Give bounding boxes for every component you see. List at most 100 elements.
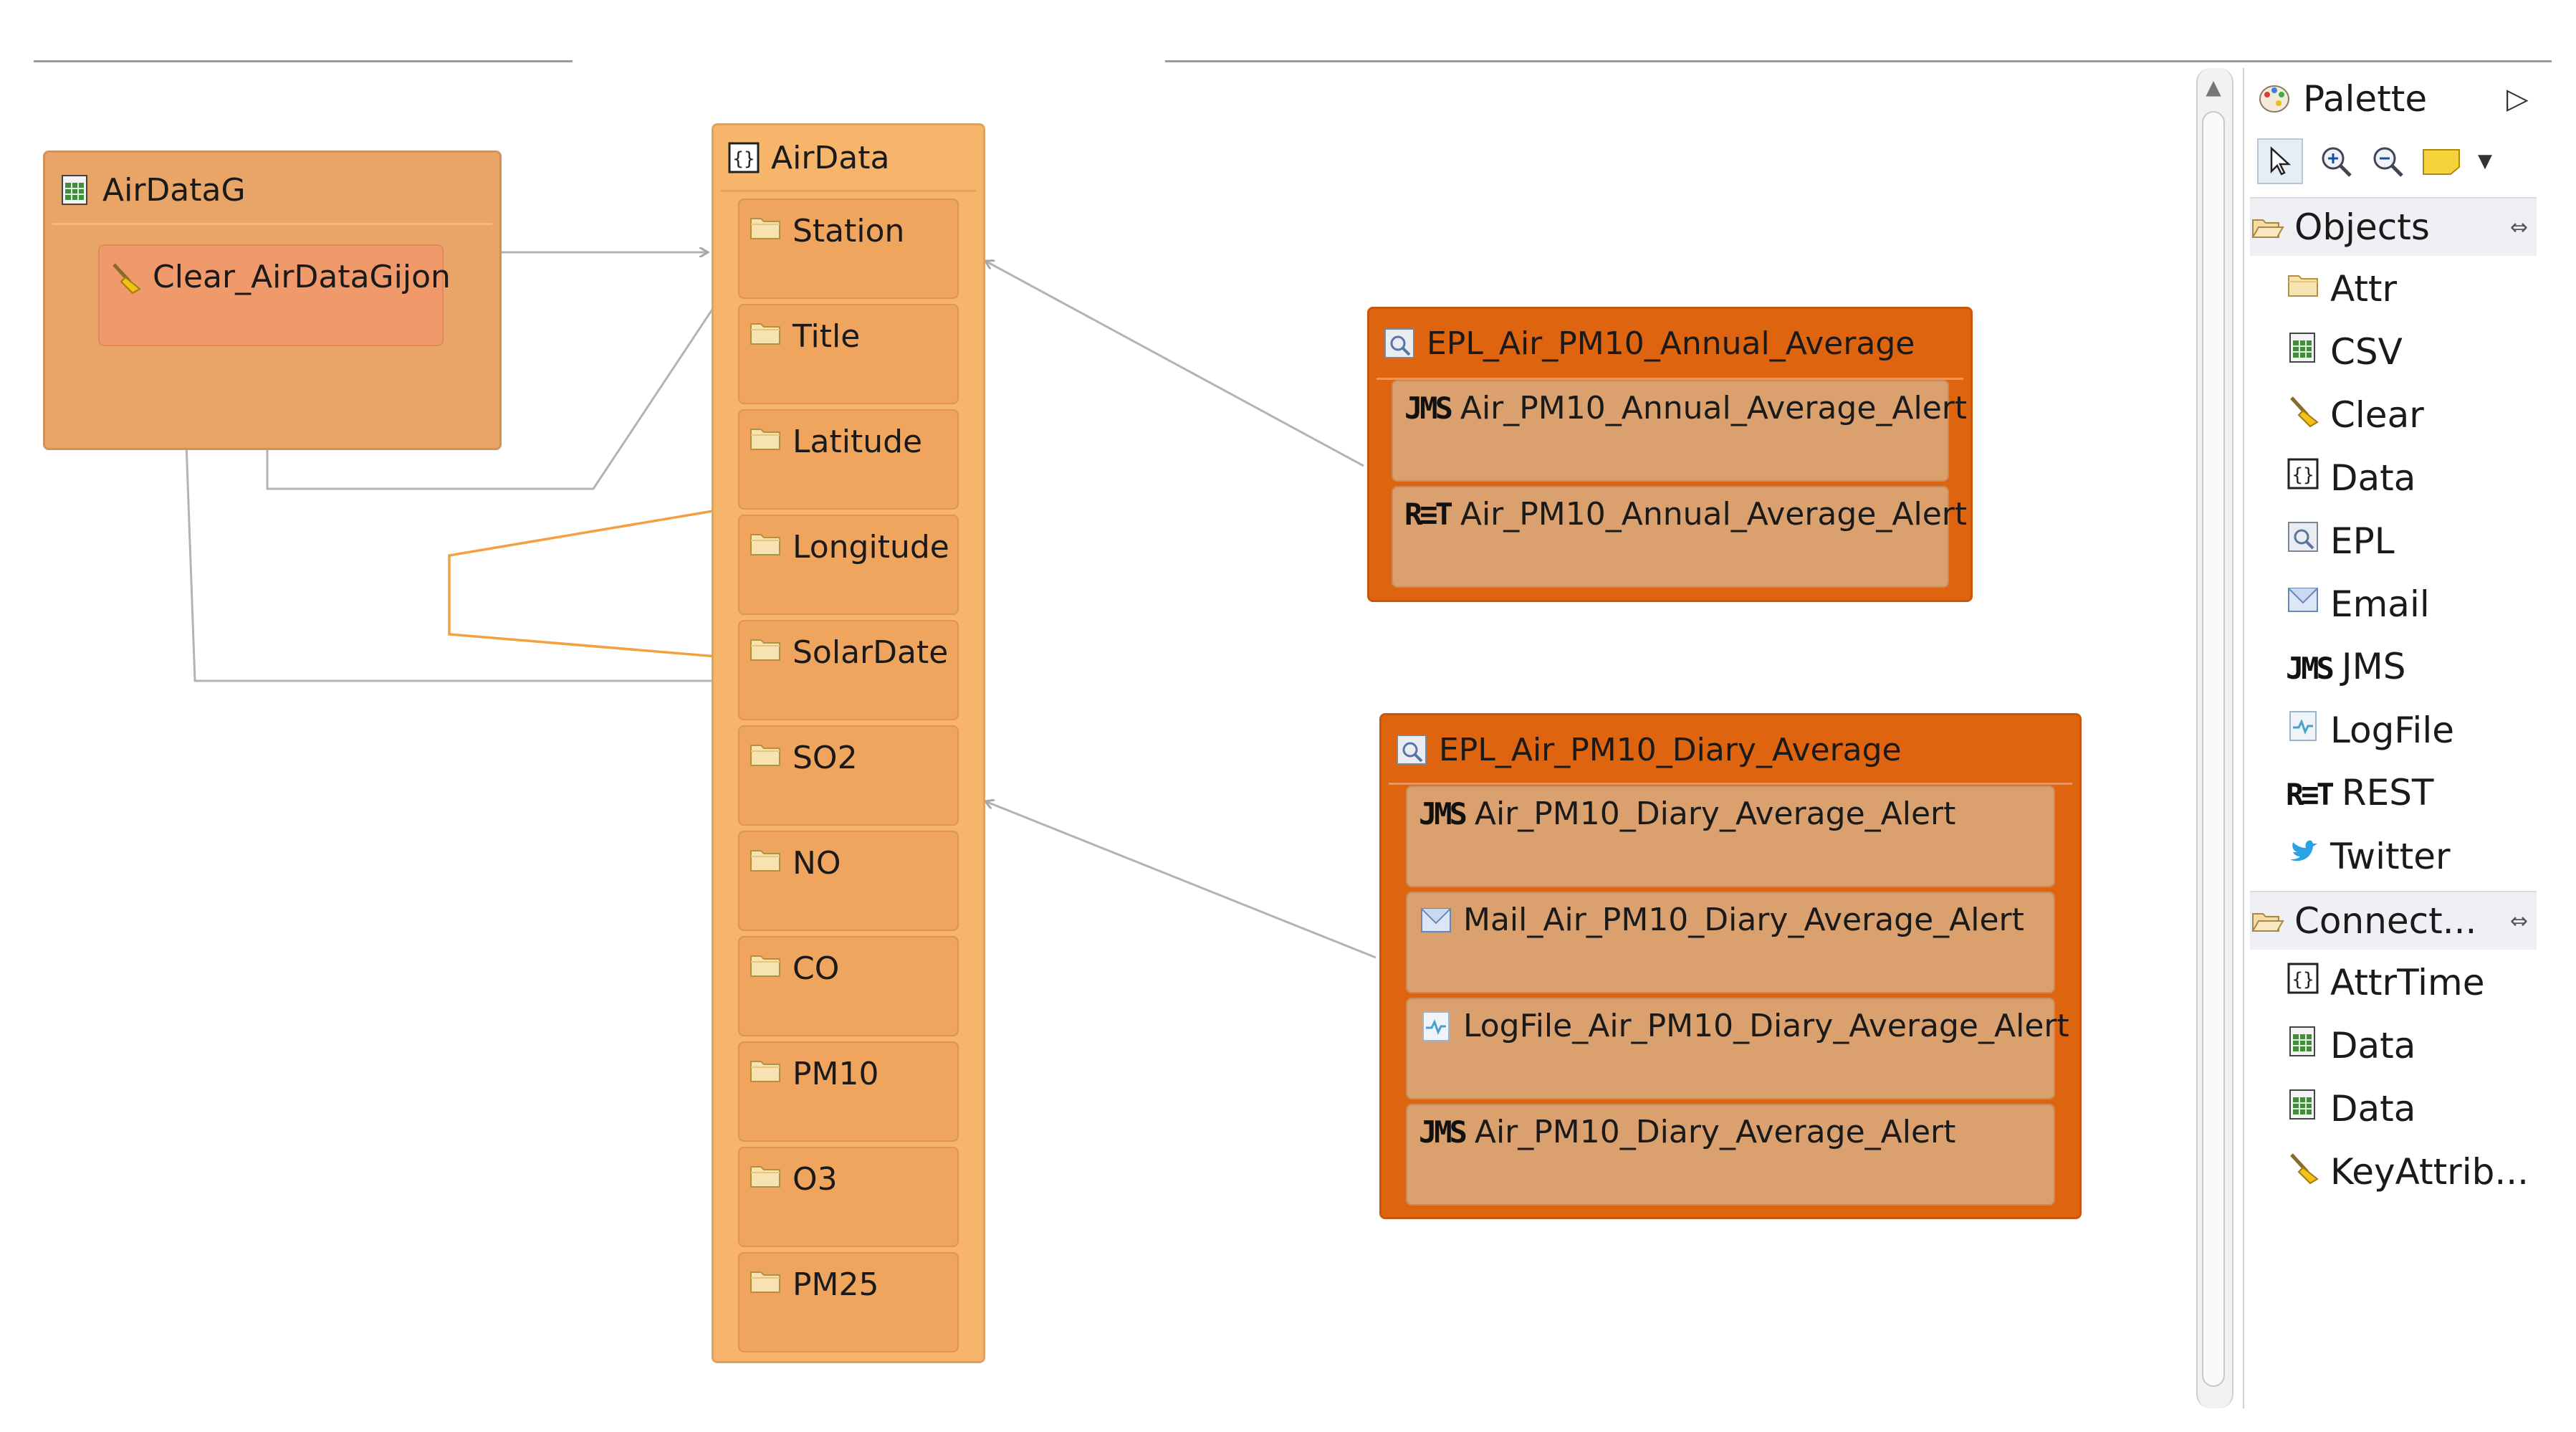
palette-entry-label: REST [2341,772,2434,813]
connector-epl-annual-to-airdata [985,261,1364,467]
palette-section-objects-label: Objects [2294,206,2430,248]
email-icon [1421,907,1451,932]
epl-annual-title: EPL_Air_PM10_Annual_Average [1382,315,1915,372]
folder-icon [748,842,782,884]
epl-diary-alert-logfile[interactable]: LogFile_Air_PM10_Diary_Average_Alert [1406,998,2069,1099]
palette-entry-label: Attr [2330,268,2398,310]
jms-icon: JMS [2286,651,2335,686]
attribute-item[interactable]: Latitude [738,409,959,510]
epl-diary-alert-jms-2[interactable]: JMS Air_PM10_Diary_Average_Alert [1406,1104,2055,1206]
palette-toolbar: ▼ [2257,136,2537,186]
attribute-item[interactable]: Station [738,199,959,299]
attribute-text: NO [793,845,841,882]
palette-entry-logfile[interactable]: LogFile [2286,709,2454,752]
divider-line-left [34,60,573,62]
attribute-item[interactable]: NO [738,831,959,931]
note-icon[interactable] [2421,145,2464,177]
twitter-icon [2286,835,2320,878]
palette-entry-attrtime[interactable]: {}AttrTime [2286,961,2484,1004]
folder-icon [748,1158,782,1201]
epl-annual-alert-rest[interactable]: R≡T Air_PM10_Annual_Average_Alert [1392,486,1967,588]
canvas-scrollbar[interactable]: ▲ [2196,68,2233,1408]
attribute-item[interactable]: O3 [738,1147,959,1247]
epl-annual-alert-jms-label: JMS Air_PM10_Annual_Average_Alert [1404,390,1967,426]
epl-icon [1384,328,1414,358]
epl-diary-alert-logfile-label: LogFile_Air_PM10_Diary_Average_Alert [1419,1008,2069,1044]
attribute-label: NO [748,842,841,884]
palette-entry-epl[interactable]: EPL [2286,520,2395,563]
epl-diary-alert-jms-1[interactable]: JMS Air_PM10_Diary_Average_Alert [1406,786,2055,887]
epl-annual-alert-rest-label: R≡T Air_PM10_Annual_Average_Alert [1404,496,1967,533]
palette-section-connections[interactable]: Connect... ⇔ [2250,891,2537,950]
attribute-item[interactable]: Title [738,304,959,404]
epl-diary-alert-jms-2-label: JMS Air_PM10_Diary_Average_Alert [1419,1114,1955,1150]
zoom-out-icon[interactable] [2369,143,2406,180]
attribute-item[interactable]: SO2 [738,725,959,826]
jms-icon: JMS [1419,1114,1467,1150]
jms-icon: JMS [1419,796,1467,831]
attribute-text: Longitude [793,529,949,565]
palette-entry-label: Data [2330,1025,2416,1066]
pin-icon[interactable]: ⇔ [2509,908,2528,934]
palette-entry-keyattrib[interactable]: KeyAttrib... [2286,1150,2529,1193]
attribute-label: Latitude [748,421,922,463]
airdata-title: {} AirData [727,133,889,183]
dropdown-arrow-icon[interactable]: ▼ [2478,151,2492,172]
attribute-text: Latitude [793,424,923,460]
svg-text:{}: {} [2292,464,2314,486]
palette-entry-label: Clear [2330,394,2424,436]
attribute-item[interactable]: CO [738,936,959,1036]
jms-icon: JMS [1404,391,1453,426]
scroll-thumb[interactable] [2202,111,2225,1387]
epl-diary-alert-mail[interactable]: Mail_Air_PM10_Diary_Average_Alert [1406,892,2055,993]
attribute-item[interactable]: PM25 [738,1252,959,1352]
palette-entry-label: Email [2330,583,2430,625]
airdatag-node[interactable]: AirDataG Clear_AirDataGijon [43,151,502,450]
zoom-in-icon[interactable] [2317,143,2355,180]
attribute-item[interactable]: SolarDate [738,620,959,720]
epl-annual-alert-rest-text: Air_PM10_Annual_Average_Alert [1460,496,1968,533]
palette-entry-email[interactable]: Email [2286,583,2430,626]
logfile-icon [1422,1011,1450,1041]
palette-entry-data[interactable]: {} Data [2286,457,2415,500]
airdata-title-text: AirData [771,139,890,176]
data-icon: {} [2286,961,2320,1004]
palette-section-objects[interactable]: Objects ⇔ [2250,197,2537,256]
palette-entry-data[interactable]: Data [2286,1024,2415,1067]
palette-entry-data[interactable]: Data [2286,1087,2415,1130]
palette-icon [2259,85,2289,113]
epl-diary-alert-jms-1-text: Air_PM10_Diary_Average_Alert [1474,796,1956,832]
attribute-label: Station [748,210,904,252]
broom-icon [2286,393,2320,436]
palette-entry-label: EPL [2330,520,2395,562]
folder-open-icon [2251,913,2284,932]
palette-entry-clear[interactable]: Clear [2286,393,2424,436]
palette-entry-csv[interactable]: CSV [2286,330,2403,373]
palette-entry-label: Data [2330,457,2416,499]
palette-collapse-icon[interactable]: ▷ [2506,82,2529,115]
epl-annual-alert-jms-text: Air_PM10_Annual_Average_Alert [1460,390,1968,426]
attribute-item[interactable]: PM10 [738,1041,959,1142]
clear-airdatagijon-item[interactable]: Clear_AirDataGijon [98,244,451,346]
palette-entry-attr[interactable]: Attr [2286,267,2397,310]
folder-icon [748,631,782,674]
palette-section-connections-label: Connect... [2294,900,2477,942]
attribute-label: O3 [748,1158,838,1201]
attribute-item[interactable]: Longitude [738,515,959,615]
epl-diary-alert-jms-2-text: Air_PM10_Diary_Average_Alert [1474,1114,1956,1150]
csv-icon [2286,1024,2320,1067]
csv-icon [2286,330,2320,373]
scroll-up-icon[interactable]: ▲ [2206,75,2221,99]
palette-entry-twitter[interactable]: Twitter [2286,835,2451,878]
palette-entry-label: Twitter [2330,836,2451,877]
select-arrow-icon[interactable] [2257,138,2303,184]
airdatag-title-text: AirDataG [102,171,246,209]
connector-longitude-to-solardate [448,510,735,663]
pin-icon[interactable]: ⇔ [2509,214,2528,240]
epl-annual-alert-jms[interactable]: JMS Air_PM10_Annual_Average_Alert [1392,380,1967,482]
data-icon: {} [2286,457,2320,500]
attribute-text: PM10 [793,1056,879,1092]
csv-icon [62,175,87,205]
